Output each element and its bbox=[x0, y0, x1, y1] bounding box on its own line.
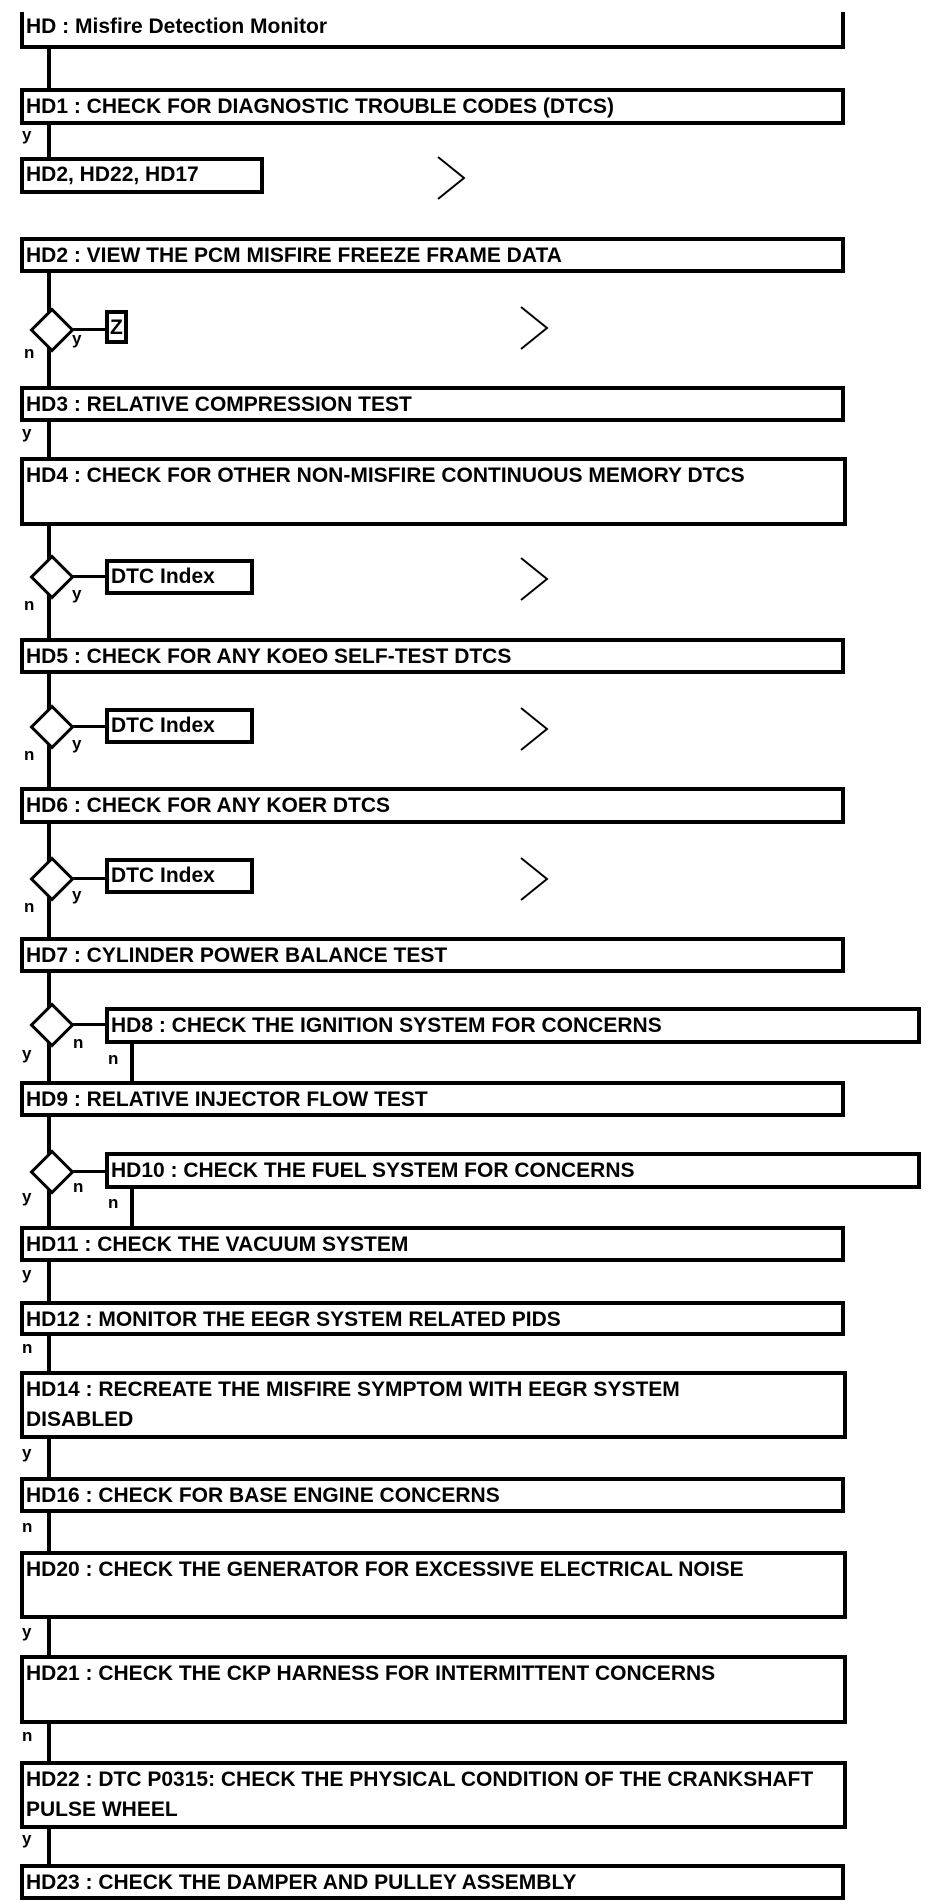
connector-line bbox=[62, 1170, 107, 1173]
yes-label: y bbox=[22, 1264, 32, 1283]
yes-label: y bbox=[72, 734, 82, 753]
link-dtc-index[interactable]: DTC Index bbox=[105, 708, 254, 744]
diamond-icon bbox=[29, 1149, 75, 1195]
step-hd14[interactable]: HD14 : RECREATE THE MISFIRE SYMPTOM WITH… bbox=[20, 1371, 847, 1439]
connector-line bbox=[130, 1044, 134, 1082]
chevron-right-icon[interactable] bbox=[519, 556, 549, 602]
yes-label: y bbox=[22, 1443, 32, 1462]
step-hd1[interactable]: HD1 : CHECK FOR DIAGNOSTIC TROUBLE CODES… bbox=[20, 88, 845, 125]
yes-label: y bbox=[22, 1187, 32, 1206]
step-hd3[interactable]: HD3 : RELATIVE COMPRESSION TEST bbox=[20, 386, 845, 422]
step-hd5[interactable]: HD5 : CHECK FOR ANY KOEO SELF-TEST DTCS bbox=[20, 638, 845, 674]
step-hd2[interactable]: HD2 : VIEW THE PCM MISFIRE FREEZE FRAME … bbox=[20, 237, 845, 273]
connector-line bbox=[62, 328, 107, 331]
step-hd9[interactable]: HD9 : RELATIVE INJECTOR FLOW TEST bbox=[20, 1081, 845, 1117]
step-hd16[interactable]: HD16 : CHECK FOR BASE ENGINE CONCERNS bbox=[20, 1477, 845, 1513]
yes-label: y bbox=[22, 1829, 32, 1848]
step-hd11[interactable]: HD11 : CHECK THE VACUUM SYSTEM bbox=[20, 1226, 845, 1262]
connector-line bbox=[62, 575, 107, 578]
no-label: n bbox=[22, 1338, 33, 1357]
yes-label: y bbox=[22, 423, 32, 442]
chevron-right-icon[interactable] bbox=[519, 305, 549, 351]
step-hd4[interactable]: HD4 : CHECK FOR OTHER NON-MISFIRE CONTIN… bbox=[20, 457, 847, 526]
yes-label: y bbox=[72, 584, 82, 603]
chevron-right-icon[interactable] bbox=[519, 706, 549, 752]
no-label: n bbox=[73, 1177, 84, 1196]
step-hd10[interactable]: HD10 : CHECK THE FUEL SYSTEM FOR CONCERN… bbox=[105, 1152, 921, 1189]
no-label: n bbox=[24, 595, 35, 614]
step-hd8[interactable]: HD8 : CHECK THE IGNITION SYSTEM FOR CONC… bbox=[105, 1007, 921, 1044]
yes-label: y bbox=[72, 329, 82, 348]
connector-line bbox=[62, 1023, 107, 1026]
link-dtc-index[interactable]: DTC Index bbox=[105, 858, 254, 894]
connector-line bbox=[62, 877, 107, 880]
no-label: n bbox=[24, 343, 35, 362]
no-label: n bbox=[108, 1049, 119, 1068]
page-title: HD : Misfire Detection Monitor bbox=[20, 12, 845, 49]
connector-line bbox=[47, 272, 51, 1866]
step-hd12[interactable]: HD12 : MONITOR THE EEGR SYSTEM RELATED P… bbox=[20, 1301, 845, 1336]
no-label: n bbox=[73, 1033, 84, 1052]
link-hd2-hd22-hd17[interactable]: HD2, HD22, HD17 bbox=[20, 157, 264, 194]
step-hd22[interactable]: HD22 : DTC P0315: CHECK THE PHYSICAL CON… bbox=[20, 1761, 847, 1829]
link-dtc-index[interactable]: DTC Index bbox=[105, 559, 254, 595]
diamond-icon bbox=[29, 704, 75, 750]
no-label: n bbox=[24, 745, 35, 764]
step-hd23[interactable]: HD23 : CHECK THE DAMPER AND PULLEY ASSEM… bbox=[20, 1864, 845, 1900]
yes-label: y bbox=[22, 125, 32, 144]
diamond-icon bbox=[29, 307, 75, 353]
diamond-icon bbox=[29, 856, 75, 902]
diamond-icon bbox=[29, 1002, 75, 1048]
chevron-right-icon[interactable] bbox=[436, 155, 466, 201]
no-label: n bbox=[24, 897, 35, 916]
connector-line bbox=[130, 1189, 134, 1227]
step-hd21[interactable]: HD21 : CHECK THE CKP HARNESS FOR INTERMI… bbox=[20, 1655, 847, 1724]
yes-label: y bbox=[22, 1622, 32, 1641]
step-hd7[interactable]: HD7 : CYLINDER POWER BALANCE TEST bbox=[20, 937, 845, 973]
connector-line bbox=[62, 725, 107, 728]
no-label: n bbox=[22, 1517, 33, 1536]
chevron-right-icon[interactable] bbox=[519, 856, 549, 902]
no-label: n bbox=[108, 1193, 119, 1212]
yes-label: y bbox=[22, 1044, 32, 1063]
no-label: n bbox=[22, 1726, 33, 1745]
step-hd6[interactable]: HD6 : CHECK FOR ANY KOER DTCS bbox=[20, 787, 845, 824]
step-hd20[interactable]: HD20 : CHECK THE GENERATOR FOR EXCESSIVE… bbox=[20, 1551, 847, 1619]
link-z[interactable]: Z bbox=[105, 310, 128, 344]
diamond-icon bbox=[29, 554, 75, 600]
yes-label: y bbox=[72, 885, 82, 904]
